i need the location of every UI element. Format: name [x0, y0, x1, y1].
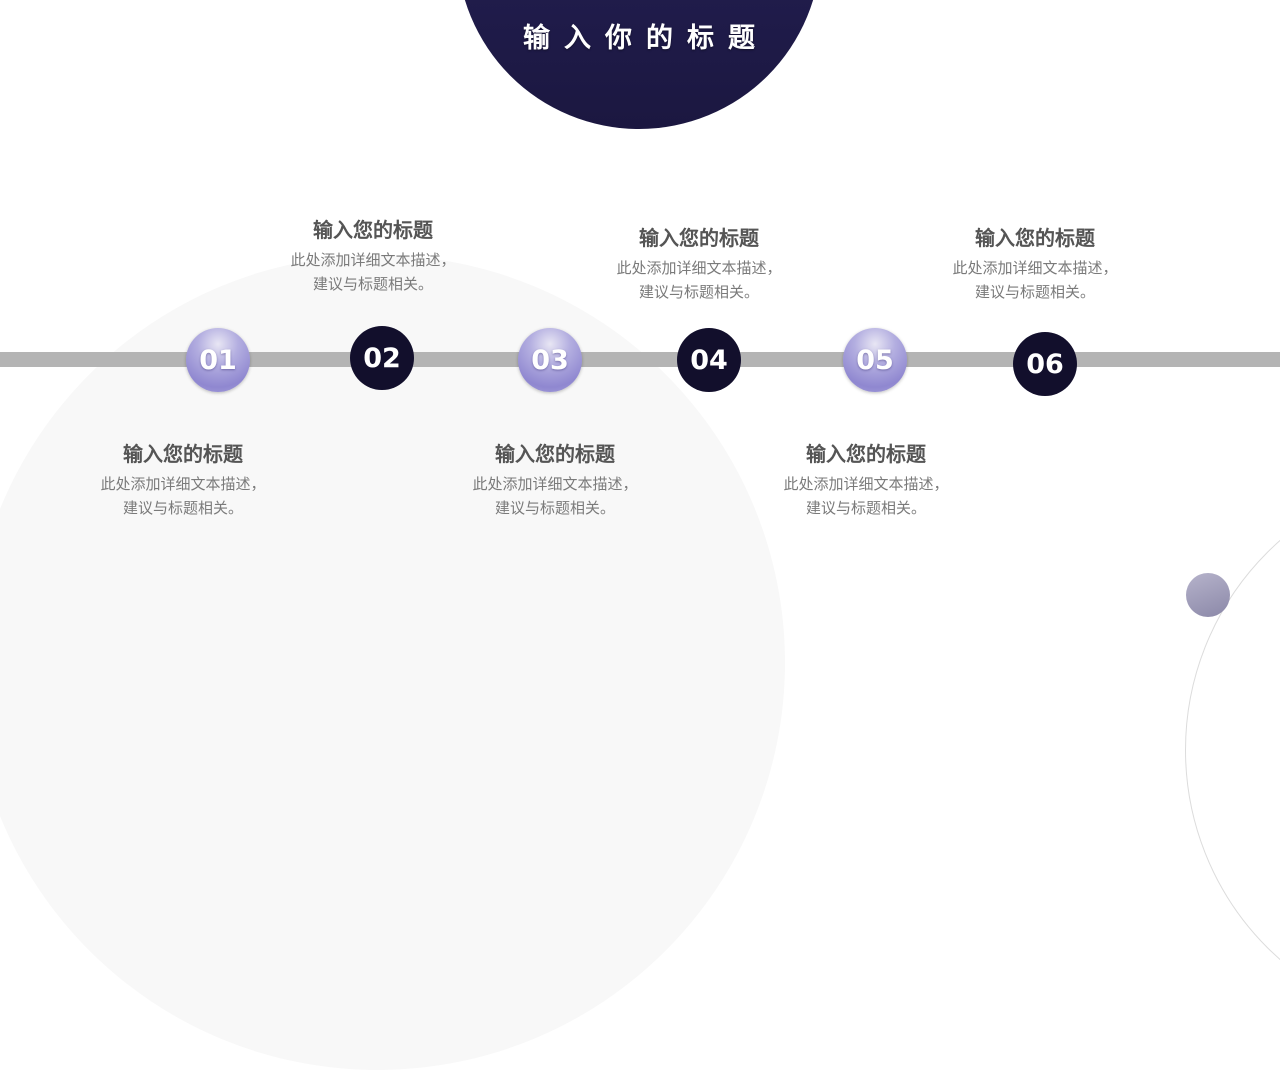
- page-title: 输入你的标题: [523, 23, 769, 54]
- item-description: 此处添加详细文本描述， 建议与标题相关。: [445, 472, 665, 520]
- item-desc-line: 此处添加详细文本描述，: [100, 475, 266, 493]
- timeline-track: [0, 352, 1280, 367]
- item-desc-line: 建议与标题相关。: [805, 499, 926, 517]
- timeline-node-03: 03: [518, 328, 582, 392]
- decorative-ball: [1186, 573, 1230, 617]
- timeline-item-04: 输入您的标题 此处添加详细文本描述， 建议与标题相关。: [589, 224, 809, 304]
- item-desc-line: 此处添加详细文本描述，: [616, 259, 782, 277]
- timeline-item-06: 输入您的标题 此处添加详细文本描述， 建议与标题相关。: [925, 224, 1145, 304]
- timeline-node-01: 01: [186, 328, 250, 392]
- timeline-node-02: 02: [350, 326, 414, 390]
- item-description: 此处添加详细文本描述， 建议与标题相关。: [756, 472, 976, 520]
- item-desc-line: 此处添加详细文本描述，: [783, 475, 949, 493]
- item-desc-line: 此处添加详细文本描述，: [952, 259, 1118, 277]
- timeline-item-02: 输入您的标题 此处添加详细文本描述， 建议与标题相关。: [263, 216, 483, 296]
- timeline-item-01: 输入您的标题 此处添加详细文本描述， 建议与标题相关。: [73, 440, 293, 520]
- timeline-item-05: 输入您的标题 此处添加详细文本描述， 建议与标题相关。: [756, 440, 976, 520]
- item-desc-line: 建议与标题相关。: [122, 499, 243, 517]
- item-title: 输入您的标题: [313, 218, 433, 242]
- item-description: 此处添加详细文本描述， 建议与标题相关。: [263, 248, 483, 296]
- item-desc-line: 此处添加详细文本描述，: [290, 251, 456, 269]
- item-title: 输入您的标题: [806, 442, 926, 466]
- item-title: 输入您的标题: [123, 442, 243, 466]
- timeline-item-03: 输入您的标题 此处添加详细文本描述， 建议与标题相关。: [445, 440, 665, 520]
- item-description: 此处添加详细文本描述， 建议与标题相关。: [589, 256, 809, 304]
- item-desc-line: 建议与标题相关。: [494, 499, 615, 517]
- item-desc-line: 建议与标题相关。: [312, 275, 433, 293]
- item-desc-line: 建议与标题相关。: [974, 283, 1095, 301]
- timeline-node-05: 05: [843, 328, 907, 392]
- timeline-node-04: 04: [677, 328, 741, 392]
- item-title: 输入您的标题: [975, 226, 1095, 250]
- item-title: 输入您的标题: [639, 226, 759, 250]
- timeline-node-06: 06: [1013, 332, 1077, 396]
- decorative-ring: [1185, 470, 1280, 1030]
- item-title: 输入您的标题: [495, 442, 615, 466]
- item-desc-line: 此处添加详细文本描述，: [472, 475, 638, 493]
- item-description: 此处添加详细文本描述， 建议与标题相关。: [925, 256, 1145, 304]
- item-description: 此处添加详细文本描述， 建议与标题相关。: [73, 472, 293, 520]
- item-desc-line: 建议与标题相关。: [638, 283, 759, 301]
